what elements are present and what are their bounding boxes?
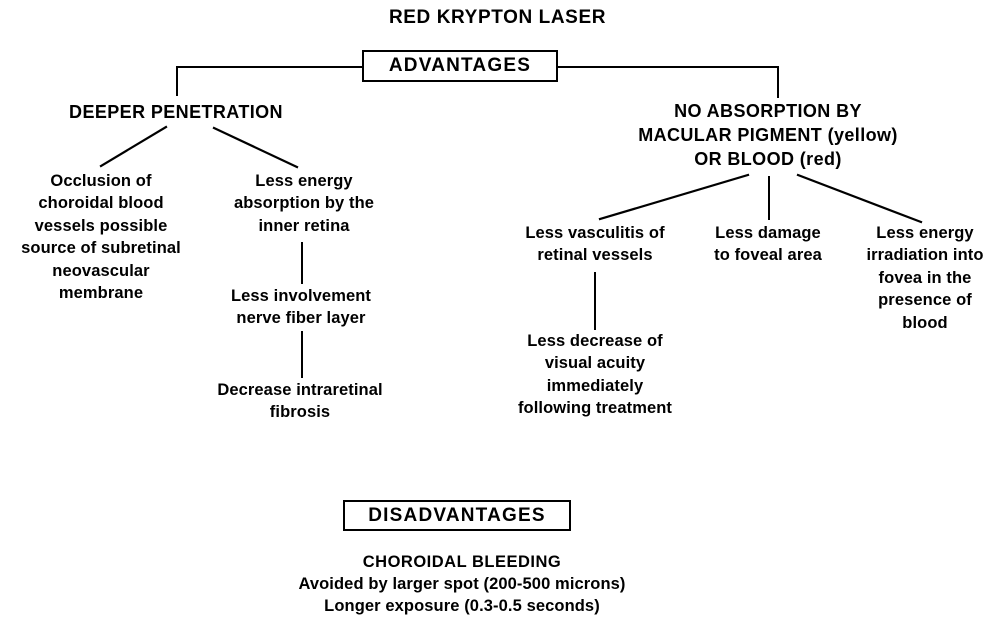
disadvantages-heading: CHOROIDAL BLEEDING [362, 553, 562, 571]
disadvantages-line-1: Avoided by larger spot (200-500 microns) [298, 575, 626, 593]
leaf-less-involvement-nerve-fiber: Less involvement nerve fiber layer [230, 287, 372, 328]
leaf-less-energy-irradiation: Less energy irradiation into fovea in th… [866, 224, 984, 332]
connector-no-absorption-middle [768, 176, 770, 220]
leaf-occlusion-choroidal: Occlusion of choroidal blood vessels pos… [21, 172, 181, 303]
connector-advantages-right-horizontal [556, 66, 778, 68]
leaf-less-vasculitis: Less vasculitis of retinal vessels [525, 224, 665, 265]
connector-vasculitis-to-visual-acuity [594, 272, 596, 330]
connector-involvement-to-fibrosis [301, 331, 303, 378]
disadvantages-line-2: Longer exposure (0.3-0.5 seconds) [324, 597, 600, 615]
branch-heading-no-absorption: NO ABSORPTION BY MACULAR PIGMENT (yellow… [638, 101, 898, 169]
branch-heading-deeper-penetration: DEEPER PENETRATION [69, 102, 283, 122]
advantages-box-label: ADVANTAGES [388, 55, 532, 76]
disadvantages-box-label: DISADVANTAGES [368, 504, 546, 526]
connector-advantages-left-horizontal [176, 66, 364, 68]
connector-less-energy-to-involvement [301, 242, 303, 284]
leaf-less-energy-absorption: Less energy absorption by the inner reti… [233, 172, 375, 235]
leaf-less-decrease-visual-acuity: Less decrease of visual acuity immediate… [517, 332, 673, 418]
connector-advantages-right-vertical [777, 66, 779, 98]
page-title: RED KRYPTON LASER [388, 7, 607, 28]
disadvantages-box: DISADVANTAGES [343, 500, 571, 531]
advantages-box: ADVANTAGES [362, 50, 558, 82]
leaf-decrease-intraretinal-fibrosis: Decrease intraretinal fibrosis [217, 381, 383, 422]
leaf-less-damage-foveal: Less damage to foveal area [714, 224, 822, 265]
connector-advantages-left-vertical [176, 66, 178, 96]
